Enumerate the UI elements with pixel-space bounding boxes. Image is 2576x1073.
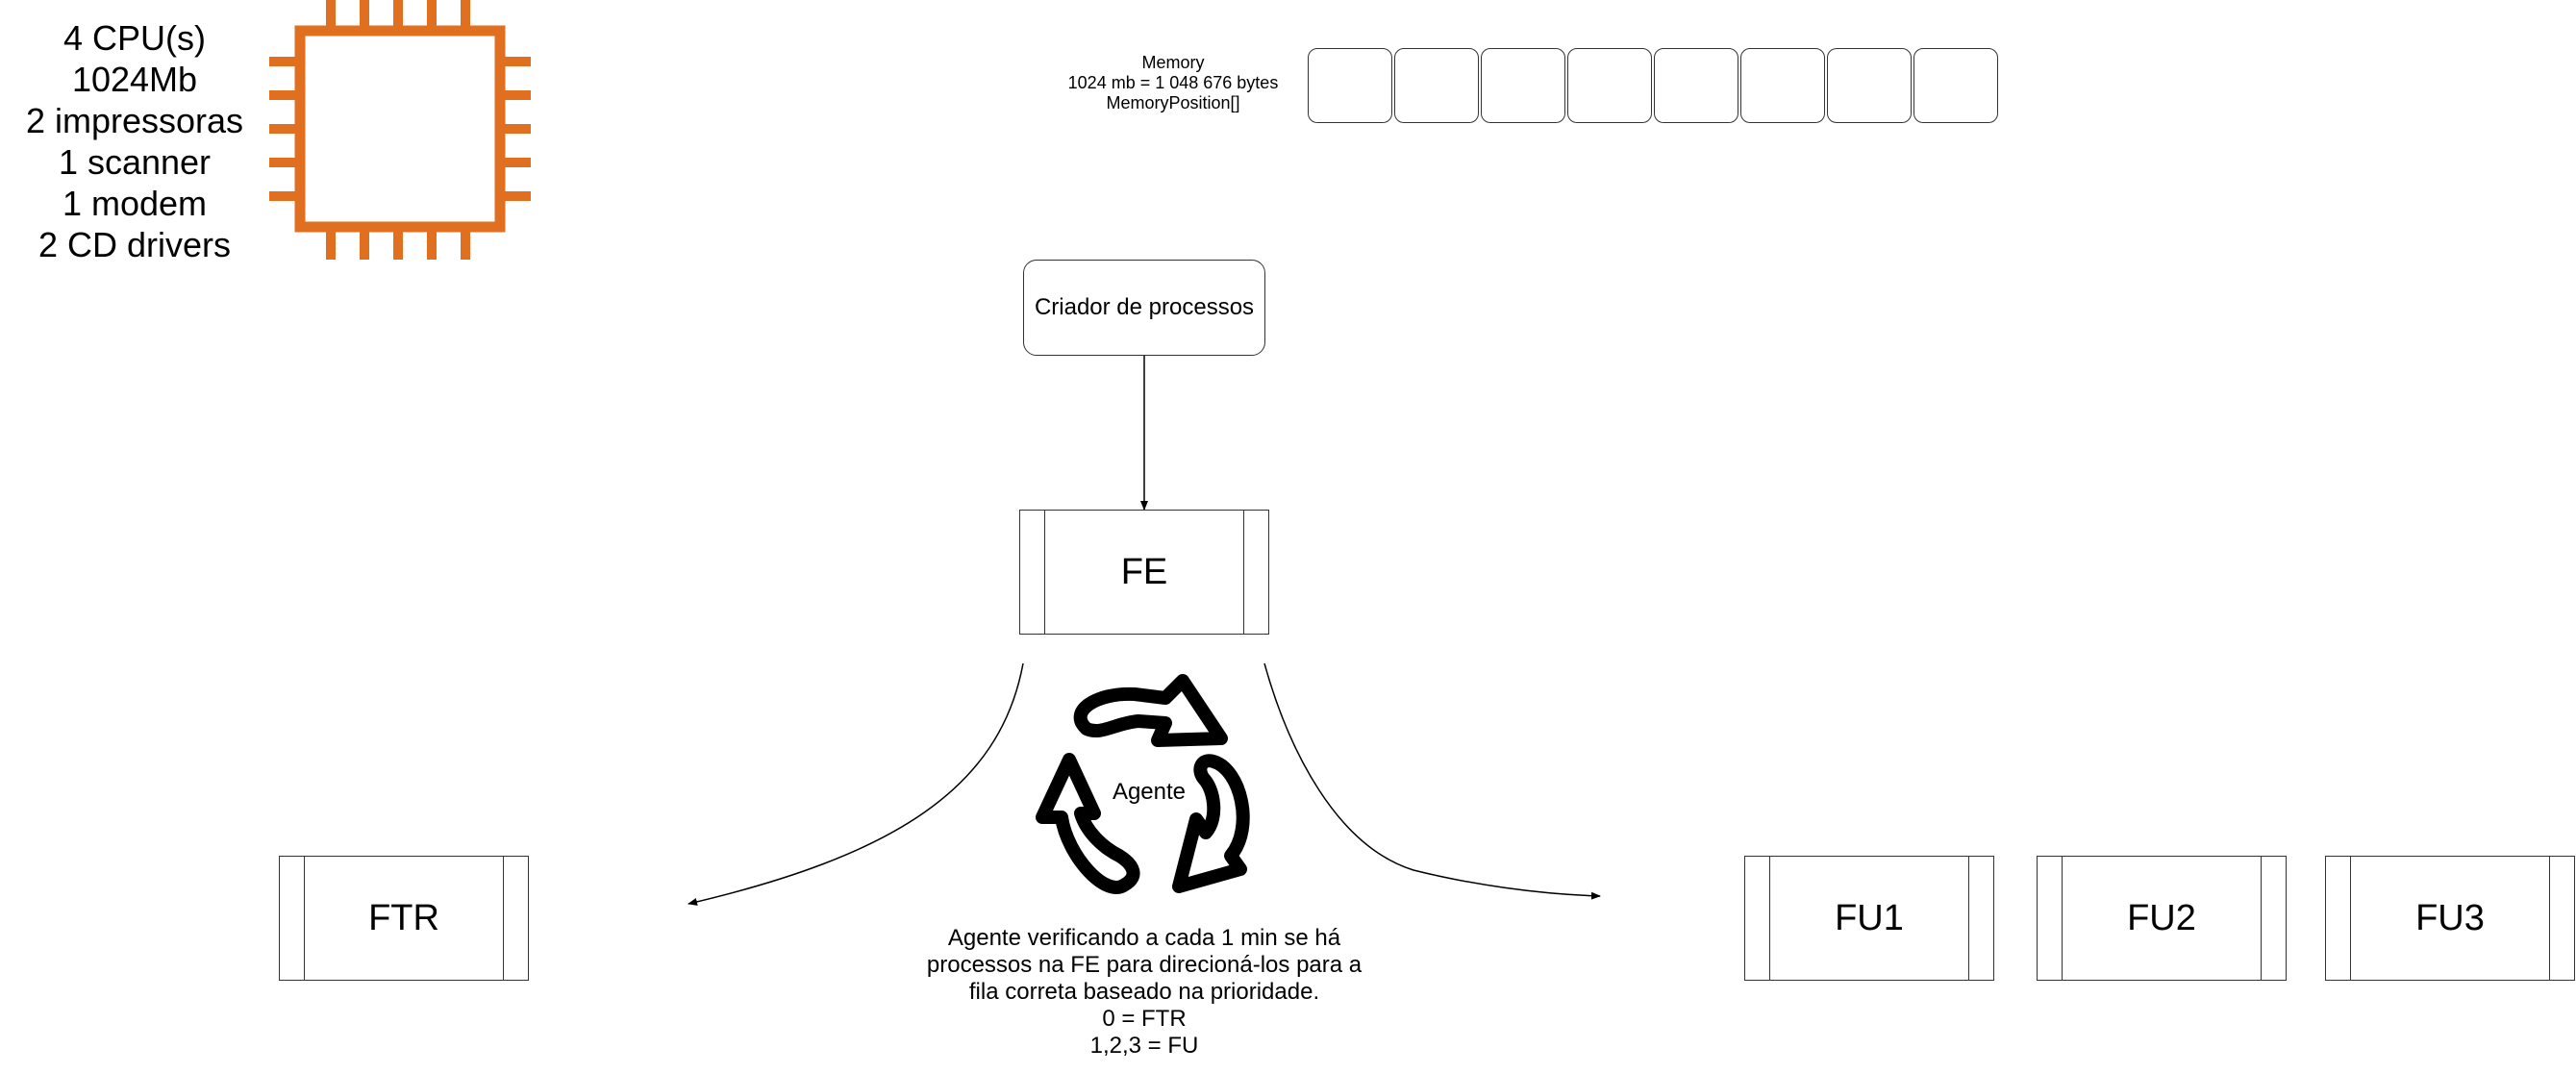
memory-cell[interactable] [1567,48,1652,123]
process-creator-node[interactable]: Criador de processos [1023,260,1265,356]
queue-fu3[interactable]: FU3 [2325,856,2575,981]
edge-fe-to-fu [1263,662,1601,900]
memory-structure: MemoryPosition[] [1106,93,1240,112]
agent-description-line: 1,2,3 = FU [1089,1033,1199,1059]
queue-fu2[interactable]: FU2 [2037,856,2287,981]
memory-cell[interactable] [1913,48,1998,123]
memory-title: Memory [1141,53,1205,72]
agent-description-line: Agente verificando a cada 1 min se há [947,925,1341,951]
queue-ftr[interactable]: FTR [279,856,529,981]
memory-cell[interactable] [1308,48,1392,123]
memory-cell[interactable] [1740,48,1825,123]
agent-description: Agente verificando a cada 1 min se há pr… [894,925,1394,1060]
memory-size: 1024 mb = 1 048 676 bytes [1067,73,1279,92]
memory-cell[interactable] [1481,48,1565,123]
agent-label: Agente [1112,779,1187,805]
resource-line: 1024Mb [71,60,198,99]
queue-ftr-label: FTR [368,897,439,938]
queue-fu2-label: FU2 [2127,897,2196,938]
memory-cell[interactable] [1827,48,1912,123]
resource-line: 4 CPU(s) [63,18,206,58]
cpu-chip-icon [269,0,531,260]
queue-fe[interactable]: FE [1019,510,1269,635]
resource-line: 1 scanner [58,142,212,182]
resource-line: 2 impressoras [25,101,244,140]
queue-fu1[interactable]: FU1 [1744,856,1994,981]
resource-line: 1 modem [62,184,208,223]
queue-fu1-label: FU1 [1835,897,1904,938]
queue-fu3-label: FU3 [2415,897,2485,938]
memory-label: Memory 1024 mb = 1 048 676 bytes MemoryP… [1043,53,1303,113]
resource-line: 2 CD drivers [38,225,232,264]
agent-description-line: processos na FE para direcioná-los para … [926,952,1363,978]
edge-fe-to-ftr [688,662,1024,906]
memory-cell[interactable] [1654,48,1738,123]
resources-list: 4 CPU(s) 1024Mb 2 impressoras 1 scanner … [0,17,269,265]
queue-fe-label: FE [1120,551,1168,592]
memory-cell[interactable] [1394,48,1479,123]
memory-cells [1308,48,2000,123]
recycle-cycle-icon [1036,674,1250,894]
process-creator-label: Criador de processos [1034,294,1255,320]
agent-description-line: fila correta baseado na prioridade. [968,979,1320,1005]
agent-description-line: 0 = FTR [1102,1006,1187,1032]
